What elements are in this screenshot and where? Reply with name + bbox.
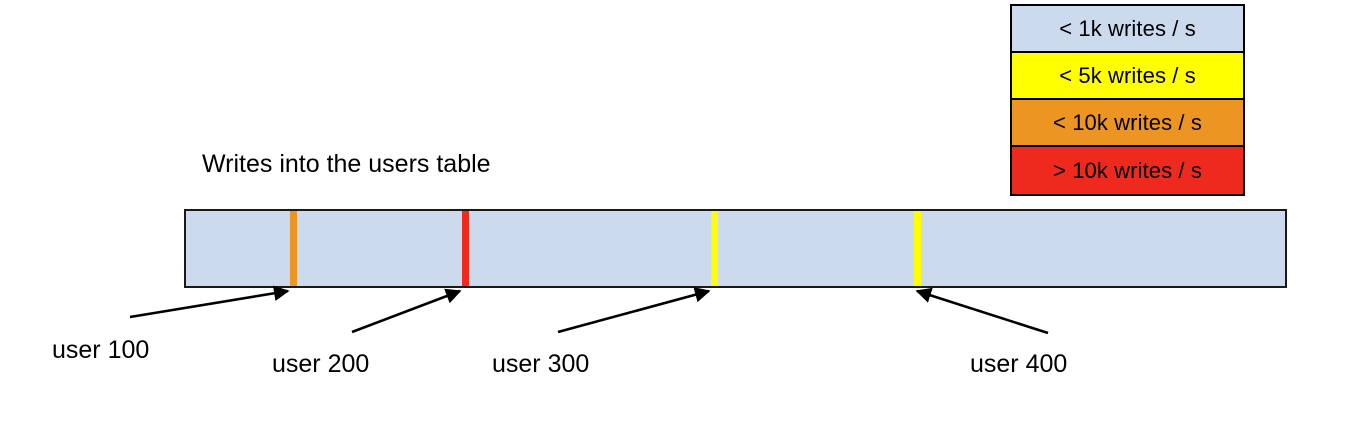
legend-row-lt-5k: < 5k writes / s bbox=[1012, 53, 1243, 100]
legend-label: < 1k writes / s bbox=[1059, 15, 1196, 41]
marker-label-user-200: user 200 bbox=[272, 350, 370, 378]
legend-row-lt-10k: < 10k writes / s bbox=[1012, 100, 1243, 147]
legend-label: < 5k writes / s bbox=[1059, 62, 1196, 88]
arrow-user-100 bbox=[129, 285, 290, 319]
legend-label: < 10k writes / s bbox=[1053, 109, 1202, 135]
arrow-user-300 bbox=[557, 287, 711, 334]
legend: < 1k writes / s < 5k writes / s < 10k wr… bbox=[1010, 4, 1245, 196]
legend-row-lt-1k: < 1k writes / s bbox=[1012, 6, 1243, 53]
arrow-user-400 bbox=[915, 287, 1049, 335]
marker-label-user-100: user 100 bbox=[52, 336, 150, 364]
keyspace-bar bbox=[184, 209, 1287, 288]
marker-stripe-user-400 bbox=[914, 211, 921, 286]
chart-caption: Writes into the users table bbox=[202, 150, 491, 178]
marker-stripe-user-100 bbox=[290, 211, 297, 286]
marker-stripe-user-300 bbox=[711, 211, 718, 286]
marker-label-user-400: user 400 bbox=[970, 350, 1068, 378]
legend-row-gt-10k: > 10k writes / s bbox=[1012, 147, 1243, 194]
marker-stripe-user-200 bbox=[462, 211, 469, 286]
legend-label: > 10k writes / s bbox=[1053, 157, 1202, 183]
arrow-user-200 bbox=[351, 288, 462, 334]
marker-label-user-300: user 300 bbox=[492, 350, 590, 378]
